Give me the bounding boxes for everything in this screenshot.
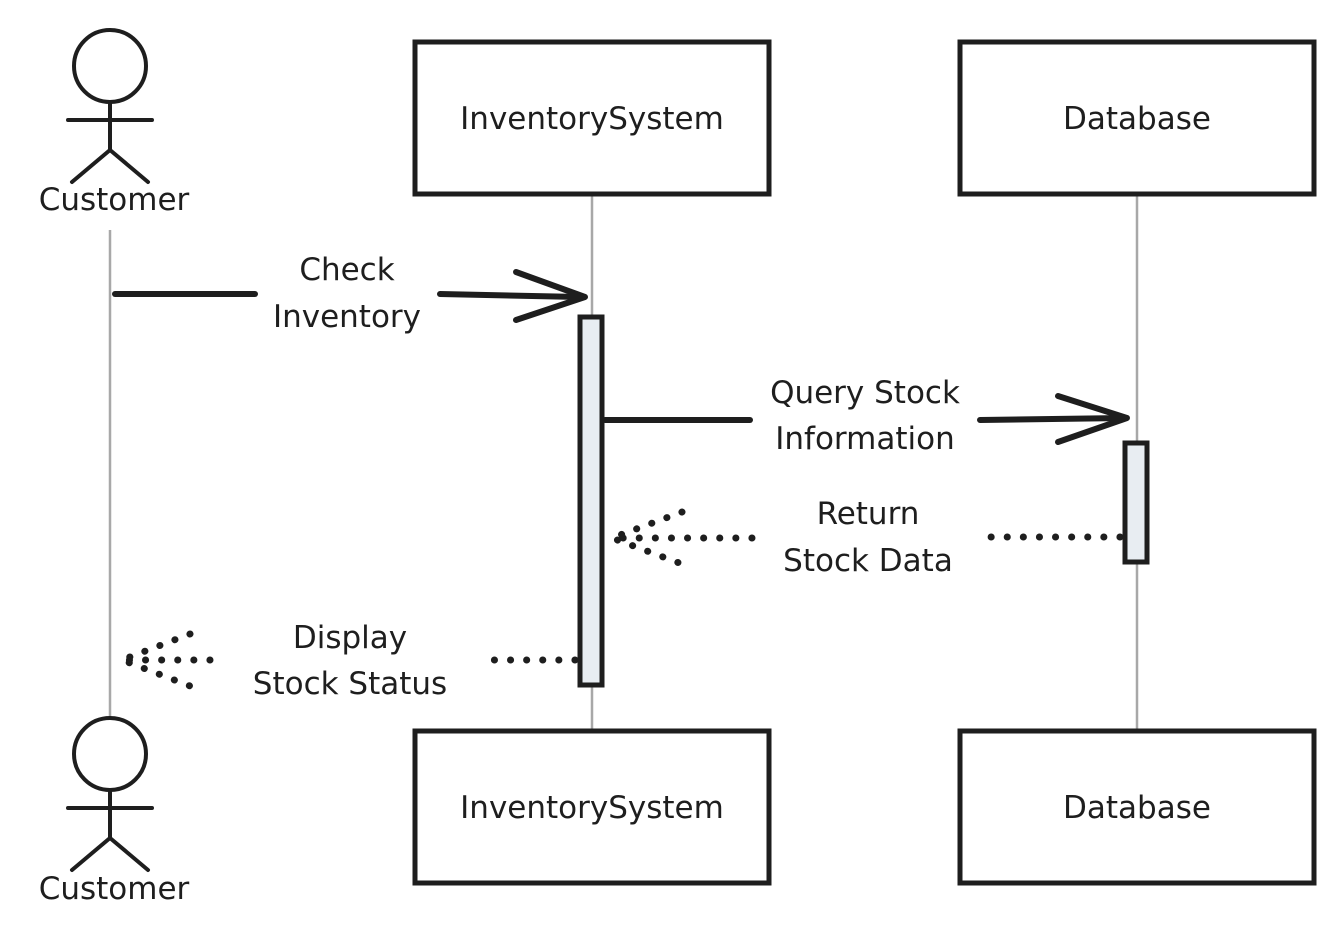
actor-head-icon (72, 28, 148, 104)
database-activation-bar (1122, 440, 1150, 565)
database-box-bottom: Database (957, 728, 1317, 886)
inventory-system-label-top: InventorySystem (460, 101, 724, 137)
message-label: Return (817, 496, 920, 532)
message-label: Stock Data (783, 543, 953, 579)
inventory-system-box-top: InventorySystem (412, 39, 772, 197)
customer-actor-top: Customer (39, 28, 190, 218)
customer-actor-bottom: Customer (39, 716, 190, 907)
message-label: Query Stock (770, 375, 960, 411)
message-label: Display (293, 620, 407, 656)
customer-label-bottom: Customer (39, 871, 190, 907)
message-display-stock-status: Display Stock Status (118, 620, 579, 702)
database-label-top: Database (1063, 101, 1211, 137)
message-return-stock-data: Return Stock Data (608, 496, 1124, 579)
message-check-inventory: Check Inventory (112, 252, 588, 335)
inventory-activation-bar (577, 314, 605, 688)
customer-label-top: Customer (39, 182, 190, 218)
inventory-system-box-bottom: InventorySystem (412, 728, 772, 886)
actor-head-icon (72, 716, 148, 792)
message-label: Check (299, 252, 394, 288)
message-label: Inventory (273, 299, 421, 335)
message-label: Information (775, 421, 954, 457)
message-label: Stock Status (253, 666, 447, 702)
database-label-bottom: Database (1063, 790, 1211, 826)
inventory-system-label-bottom: InventorySystem (460, 790, 724, 826)
message-query-stock-information: Query Stock Information (602, 375, 1130, 457)
database-box-top: Database (957, 39, 1317, 197)
